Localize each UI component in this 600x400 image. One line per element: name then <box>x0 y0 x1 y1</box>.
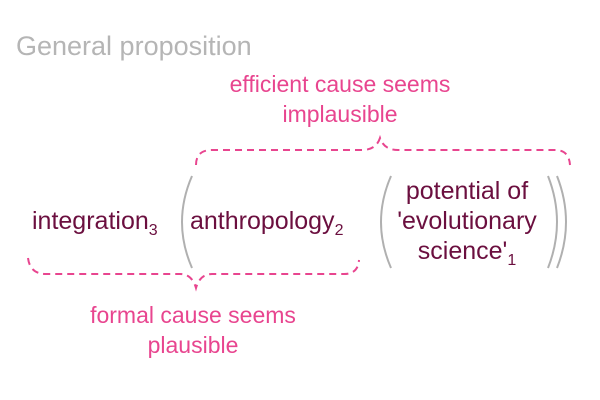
term-potential-line2: 'evolutionary <box>397 207 537 235</box>
term-integration: integration3 <box>32 207 158 239</box>
diagram-title: General proposition <box>16 31 252 61</box>
term-anthropology: anthropology2 <box>190 207 344 239</box>
bottom-label-line1: formal cause seems <box>90 302 296 328</box>
bottom-brace <box>27 257 360 292</box>
paren-open-inner <box>380 175 392 269</box>
paren-open-outer <box>181 175 193 269</box>
top-brace <box>195 134 571 166</box>
top-label-line1: efficient cause seems <box>230 71 451 97</box>
top-label-line2: implausible <box>282 101 397 127</box>
term-potential-line3: science'1 <box>418 237 517 269</box>
paren-close-inner <box>547 175 558 269</box>
bottom-label-line2: plausible <box>148 332 239 358</box>
paren-close-outer <box>556 175 567 269</box>
term-potential-line1: potential of <box>406 177 528 205</box>
